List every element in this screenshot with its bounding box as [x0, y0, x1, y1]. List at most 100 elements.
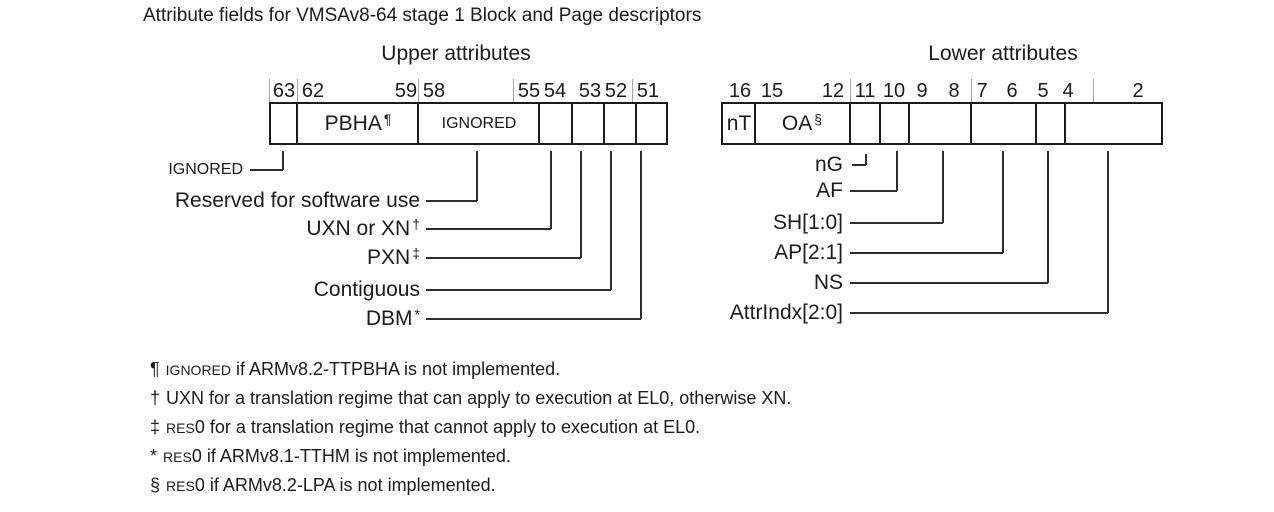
field-divider	[571, 104, 573, 143]
callout-line-vertical	[865, 154, 867, 165]
callout-line-horizontal	[850, 222, 943, 224]
field-boundary-tick	[850, 79, 851, 103]
field-divider	[1035, 104, 1037, 143]
field-boundary-tick	[632, 79, 633, 103]
bit-number: 11	[854, 80, 876, 102]
callout-line-horizontal	[426, 228, 551, 230]
callout-label-text: AP[2:1]	[774, 241, 843, 264]
callout-label-reserved-for-software-use: Reserved for software use	[175, 189, 420, 213]
callout-label-dbm: DBM*	[365, 306, 420, 331]
callout-line-horizontal	[426, 257, 581, 259]
footnote-text: 0 for a translation regime that cannot a…	[194, 417, 701, 437]
callout-label-contiguous: Contiguous	[314, 278, 420, 302]
callout-line-vertical	[1047, 151, 1049, 283]
footnote: †UXN for a translation regime that can a…	[150, 384, 791, 413]
callout-line-vertical	[1002, 151, 1004, 253]
field-divider	[635, 104, 637, 143]
callout-line-horizontal	[850, 252, 1003, 254]
footnote-text: RES	[166, 478, 195, 494]
callout-label-text: Contiguous	[313, 278, 420, 301]
field-boundary-tick	[513, 79, 514, 103]
footnote-list: ¶ IGNORED if ARMv8.2-TTPBHA is not implem…	[150, 355, 791, 500]
footnote: ¶ IGNORED if ARMv8.2-TTPBHA is not implem…	[150, 355, 791, 384]
field-label-ignored: IGNORED	[442, 115, 517, 133]
field-label-nt: nT	[727, 112, 752, 136]
bit-number: 62	[301, 80, 325, 102]
field-boundary-tick	[971, 79, 972, 103]
footnote-reference-mark: §	[814, 111, 823, 127]
field-divider	[296, 104, 298, 143]
bit-number: 6	[1006, 80, 1018, 102]
callout-line-vertical	[640, 151, 642, 319]
field-divider	[849, 104, 851, 143]
figure-title: Attribute fields for VMSAv8-64 stage 1 B…	[143, 5, 702, 26]
footnote-text: IGNORED	[165, 362, 232, 378]
callout-line-horizontal	[850, 190, 897, 192]
callout-label-text: AF	[816, 179, 843, 202]
callout-line-vertical	[1107, 151, 1109, 313]
bit-number: 7	[976, 80, 988, 102]
callout-label-text: AttrIndx[2:0]	[729, 301, 843, 324]
bit-number: 8	[948, 80, 960, 102]
footnote-text: 0 if ARMv8.1-TTHM is not implemented.	[191, 446, 511, 466]
bit-number: 10	[882, 80, 906, 102]
footnote-text: if ARMv8.2-TTPBHA is not implemented.	[231, 359, 561, 379]
field-divider	[538, 104, 540, 143]
footnote: § RES0 if ARMv8.2-LPA is not implemented.	[150, 471, 791, 500]
bit-number: 55	[517, 80, 541, 102]
bit-number: 51	[636, 80, 660, 102]
callout-line-vertical	[550, 151, 552, 229]
callout-label-text: NS	[813, 271, 843, 294]
callout-line-horizontal	[850, 282, 1048, 284]
callout-line-horizontal	[426, 200, 477, 202]
callout-label-ap-2-1: AP[2:1]	[774, 241, 843, 265]
footnote-marker: †	[150, 388, 161, 408]
callout-label-attrindx-2-0: AttrIndx[2:0]	[730, 301, 843, 325]
field-divider	[970, 104, 972, 143]
callout-line-vertical	[476, 151, 478, 201]
footnote-marker: ‡	[150, 417, 161, 437]
callout-line-vertical	[282, 151, 284, 170]
upper-attributes-heading: Upper attributes	[381, 42, 531, 65]
footnote: ‡ RES0 for a translation regime that cann…	[150, 413, 791, 442]
footnote-reference-mark: †	[412, 216, 420, 232]
bit-number: 53	[578, 80, 602, 102]
callout-label-text: SH[1:0]	[772, 211, 843, 234]
callout-label-uxn-or-xn: UXN or XN†	[306, 216, 420, 241]
field-label-text: nT	[726, 112, 752, 135]
callout-label-text: Reserved for software use	[174, 189, 420, 212]
field-boundary-tick	[418, 79, 419, 103]
callout-label-text: DBM	[365, 307, 413, 330]
field-divider	[879, 104, 881, 143]
footnote-reference-mark: ‡	[412, 245, 420, 261]
bit-number: 52	[604, 80, 628, 102]
footnote-text: UXN for a translation regime that can ap…	[166, 388, 792, 408]
footnote-reference-mark: ¶	[383, 111, 392, 127]
bit-number: 63	[272, 80, 296, 102]
callout-label-ignored: IGNORED	[168, 161, 243, 179]
footnote-text: RES	[163, 449, 192, 465]
field-divider	[1064, 104, 1066, 143]
footnote: *RES0 if ARMv8.1-TTHM is not implemented…	[150, 442, 791, 471]
field-boundary-tick	[1093, 79, 1094, 103]
footnote-text: RES	[166, 420, 195, 436]
callout-label-af: AF	[816, 179, 843, 203]
field-divider	[754, 104, 756, 143]
field-label-text: PBHA	[324, 112, 382, 135]
field-divider	[603, 104, 605, 143]
callout-line-horizontal	[426, 318, 641, 320]
bit-number: 16	[728, 80, 752, 102]
field-divider	[908, 104, 910, 143]
bit-number: 59	[394, 80, 418, 102]
footnote-text: 0 if ARMv8.2-LPA is not implemented.	[194, 475, 496, 495]
footnote-reference-mark: *	[414, 306, 420, 322]
callout-line-vertical	[580, 151, 582, 258]
callout-line-horizontal	[852, 164, 866, 166]
bit-number: 4	[1062, 80, 1074, 102]
callout-label-text: UXN or XN	[306, 217, 411, 240]
bit-number: 9	[916, 80, 928, 102]
footnote-marker: §	[150, 475, 161, 495]
callout-label-ng: nG	[815, 153, 843, 177]
footnote-marker: ¶	[150, 359, 160, 379]
